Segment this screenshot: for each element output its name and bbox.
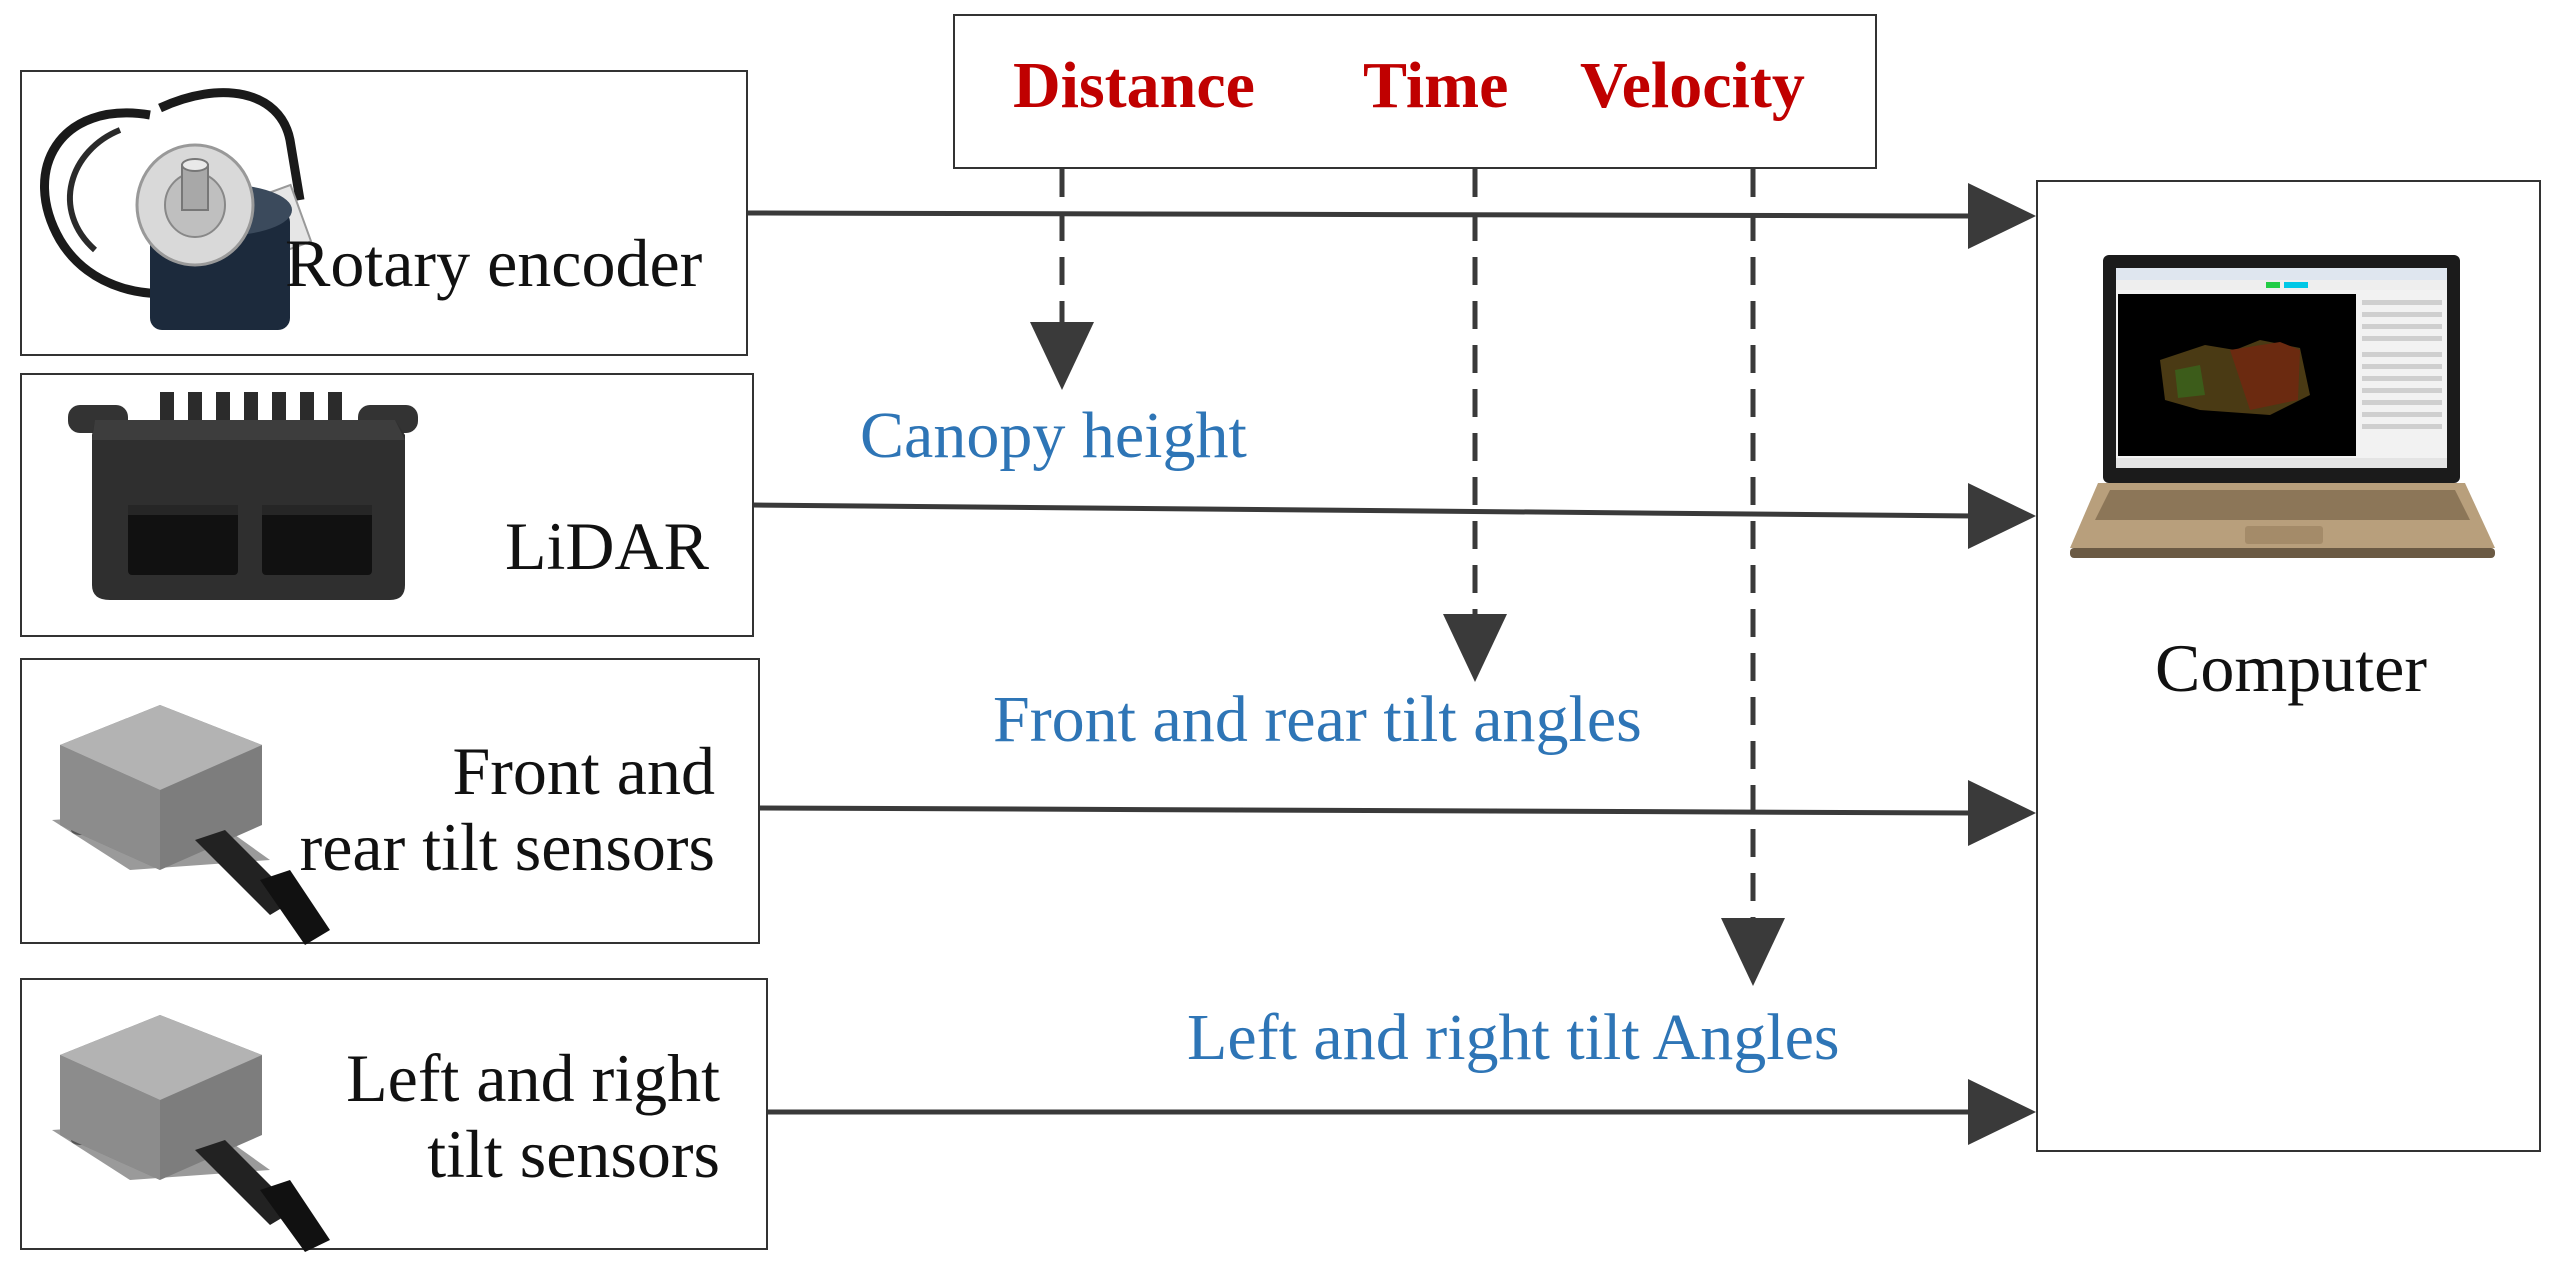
arrowhead [1968, 183, 2036, 249]
left-right-tilt-sensor-label: Left and right tilt sensors [300, 1040, 720, 1192]
canopy-height-label: Canopy height [860, 399, 1247, 472]
encoder-to-computer-arrow [747, 210, 1976, 219]
front-rear-tilt-sensor-label: Front and rear tilt sensors [295, 733, 715, 885]
lidar-label: LiDAR [505, 508, 709, 584]
quantities-box [953, 14, 1877, 169]
arrowhead [1721, 918, 1785, 986]
front-rear-tilt-to-computer-arrow [759, 805, 1976, 816]
rotary-encoder-label: Rotary encoder [285, 225, 703, 301]
front-rear-tilt-sensor-label-line1: Front and [452, 733, 715, 809]
front-rear-tilt-sensor-label-line2: rear tilt sensors [299, 809, 715, 886]
distance-label: Distance [1013, 49, 1255, 122]
left-right-tilt-sensor-label-line1: Left and right [346, 1040, 720, 1116]
arrowhead [1968, 780, 2036, 846]
arrowhead [1968, 483, 2036, 549]
arrowhead [1443, 614, 1507, 682]
front-rear-tilt-angles-label: Front and rear tilt angles [993, 683, 1642, 756]
time-label: Time [1363, 49, 1509, 122]
arrowhead [1030, 322, 1094, 390]
velocity-label: Velocity [1580, 49, 1805, 122]
lidar-to-computer-arrow [753, 502, 1976, 519]
arrowhead [1968, 1079, 2036, 1145]
computer-label: Computer [2155, 630, 2427, 706]
left-right-tilt-sensor-label-line2: tilt sensors [427, 1116, 720, 1193]
left-right-tilt-angles-label: Left and right tilt Angles [1187, 1001, 1840, 1074]
